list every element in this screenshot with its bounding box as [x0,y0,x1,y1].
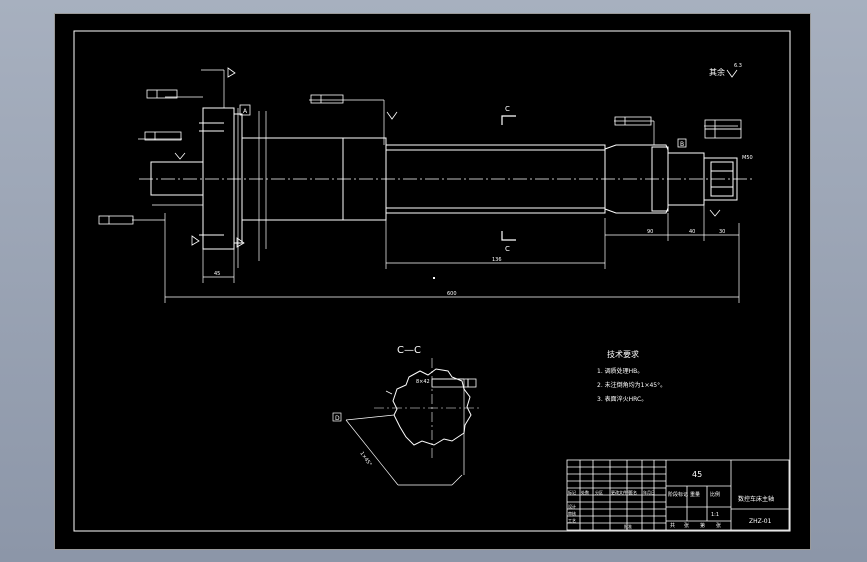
sheet-label-1: 共 [670,522,675,529]
row-label-5: 签名 [629,489,637,495]
section-view: C—C D 8×42 1×45° [332,345,479,486]
section-mark-top: C [505,105,510,113]
technical-requirements: 技术要求 1. 调质处理HB。 2. 未注倒角均为1×45°。 3. 表面淬火H… [597,349,666,403]
dimension-lines [132,69,740,303]
tolerance-frames [98,89,742,388]
dim-b: 90 [647,229,653,235]
row-label-3: 分区 [595,489,603,495]
main-view-labels: C C 其余 6.3 A B 600 136 45 90 40 30 M50 [214,63,753,297]
tech-req-title: 技术要求 [607,349,639,359]
spline-spec: 8×42 [416,379,430,385]
tech-req-item-2: 2. 未注倒角均为1×45°。 [597,381,666,389]
sheet-label-4: 张 [716,522,721,529]
dim-total-length: 600 [447,291,457,297]
datum-d: D [335,415,340,422]
dim-thread: M50 [742,155,753,161]
material: 45 [692,470,702,479]
center-marks [433,277,435,279]
title-block-text: 45 数控车床主轴 ZHZ-01 1:1 阶段标记 重量 比例 共 张 第 张 … [568,470,774,529]
dim-spline-length: 136 [492,257,502,263]
datum-a: A [243,108,248,115]
roughness-note: 其余 [709,67,725,77]
col-label-4: 批准 [624,523,632,529]
sheet-label-3: 第 [700,522,705,529]
drawing-frame [54,13,811,550]
dim-c: 40 [689,229,695,235]
col-label-2: 审核 [568,510,576,516]
stage-label-1: 阶段标记 [668,491,688,498]
drawing-canvas: C C 其余 6.3 A B 600 136 45 90 40 30 M50 C… [54,13,811,550]
section-cut-markers [501,115,516,241]
section-mark-bottom: C [505,245,510,253]
roughness-value: 6.3 [734,63,742,69]
title-block [566,459,790,531]
part-name: 数控车床主轴 [738,495,774,503]
row-label-4: 更改文件号 [611,489,631,495]
col-label-1: 设计 [568,503,576,509]
dim-d: 30 [719,229,725,235]
chamfer-note: 1×45° [358,451,373,468]
dim-a: 45 [214,271,220,277]
sheet-label-2: 张 [684,522,689,529]
section-title: C—C [397,345,421,356]
row-label-1: 标记 [568,489,576,495]
roughness-symbols [174,67,738,248]
drawing-sheet: C C 其余 6.3 A B 600 136 45 90 40 30 M50 C… [54,13,811,550]
row-label-2: 处数 [581,489,589,495]
tech-req-item-1: 1. 调质处理HB。 [597,367,643,375]
shaft-outline [150,107,738,250]
drawing-no: ZHZ-01 [749,518,772,525]
col-label-3: 工艺 [568,518,576,523]
tech-req-item-3: 3. 表面淬火HRC。 [597,395,647,403]
row-label-6: 年月日 [643,489,655,495]
scale-value: 1:1 [711,512,719,518]
stage-label-2: 重量 [690,491,700,498]
stage-label-3: 比例 [710,491,720,498]
datum-b: B [680,141,684,148]
